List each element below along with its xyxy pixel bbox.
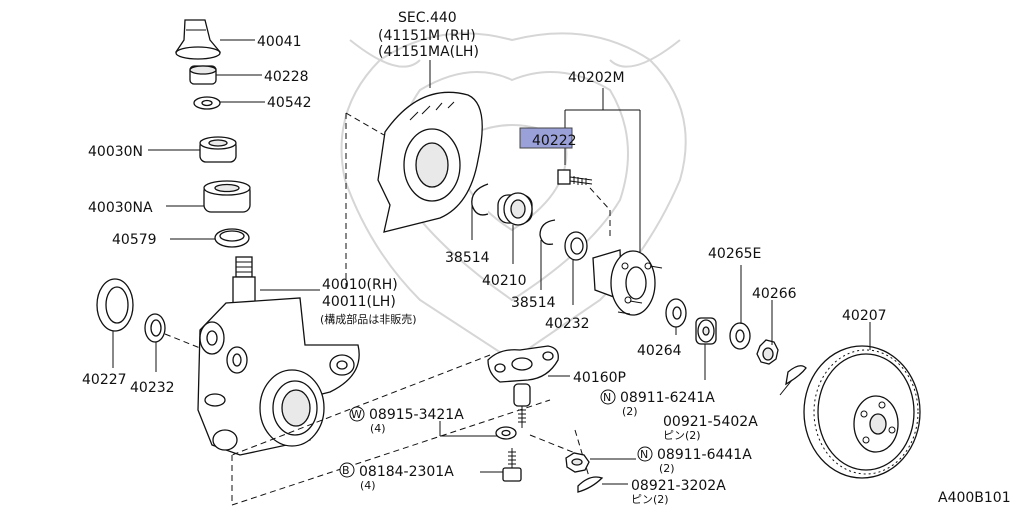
label-40222[interactable]: 40222: [532, 133, 577, 149]
label-b-code[interactable]: 08184-2301A: [359, 464, 454, 480]
leader-pin1: [779, 379, 793, 396]
part-40228-nut[interactable]: [189, 65, 217, 85]
label-40030NA[interactable]: 40030NA: [88, 200, 153, 216]
n1-prefix: N: [603, 391, 611, 404]
dash-bolt-hub: [589, 187, 611, 211]
part-08921-pin[interactable]: [577, 476, 604, 493]
label-pin1-code[interactable]: 00921-5402A: [663, 414, 758, 430]
part-40232-ring-left[interactable]: [144, 313, 166, 343]
n2-circle: [637, 446, 653, 462]
part-cotter-pin[interactable]: [785, 365, 807, 386]
label-40011[interactable]: 40011(LH): [322, 294, 396, 310]
part-40264-seal[interactable]: [665, 298, 687, 328]
part-38514-snapring-a[interactable]: [471, 183, 489, 216]
label-40542[interactable]: 40542: [267, 95, 312, 111]
label-40210[interactable]: 40210: [482, 273, 527, 289]
part-40010-knuckle[interactable]: [197, 256, 360, 456]
part-40041-boot[interactable]: [175, 19, 222, 60]
label-n1-code[interactable]: 08911-6241A: [620, 390, 715, 406]
label-pin2-code[interactable]: 08921-3202A: [631, 478, 726, 494]
label-40227[interactable]: 40227: [82, 372, 127, 388]
part-40210-bearing[interactable]: [497, 192, 533, 226]
label-40010[interactable]: 40010(RH): [322, 277, 398, 293]
label-40579[interactable]: 40579: [112, 232, 157, 248]
label-b-qty: (4): [360, 479, 376, 492]
part-08184-bolt[interactable]: [502, 448, 522, 482]
label-n2-qty: (2): [659, 462, 675, 475]
label-n2-code[interactable]: 08911-6441A: [657, 447, 752, 463]
part-40266-cap[interactable]: [756, 339, 779, 365]
label-pin2-qty: ピン(2): [631, 493, 669, 506]
label-40266[interactable]: 40266: [752, 286, 797, 302]
part-40227-seal[interactable]: [96, 278, 134, 332]
label-40207[interactable]: 40207: [842, 308, 887, 324]
part-40202M-hub[interactable]: [592, 249, 663, 316]
label-40265E[interactable]: 40265E: [708, 246, 761, 262]
dash-40232-knuckle: [164, 333, 206, 351]
label-40232-left[interactable]: 40232: [130, 380, 175, 396]
label-40264[interactable]: 40264: [637, 343, 682, 359]
label-40030N[interactable]: 40030N: [88, 144, 143, 160]
part-40542-washer[interactable]: [193, 96, 221, 110]
n2-prefix: N: [640, 448, 648, 461]
part-40030N-bearing[interactable]: [199, 136, 237, 163]
part-40232-ring-mid[interactable]: [564, 231, 588, 261]
dash-plate-top: [345, 112, 385, 136]
b-prefix: B: [342, 464, 350, 477]
section-title[interactable]: SEC.440: [398, 10, 457, 26]
part-08915-washer[interactable]: [495, 426, 517, 440]
dash-nut: [529, 434, 581, 456]
part-40265E-washer[interactable]: [695, 317, 717, 345]
label-40160P[interactable]: 40160P: [573, 370, 626, 386]
label-38514-a[interactable]: 38514: [445, 250, 490, 266]
part-40207-rotor[interactable]: [803, 345, 921, 479]
part-40265E-nut[interactable]: [729, 322, 751, 350]
w-prefix: W: [351, 408, 362, 421]
label-w-code[interactable]: 08915-3421A: [369, 407, 464, 423]
dash-balljoint-knuckle: [231, 354, 491, 456]
label-40041[interactable]: 40041: [257, 34, 302, 50]
b-circle: [339, 462, 355, 478]
part-40222-hub-bolt[interactable]: [557, 169, 593, 185]
label-40232-mid[interactable]: 40232: [545, 316, 590, 332]
dash-pin: [574, 429, 591, 481]
section-line-rh: (41151M (RH): [378, 28, 476, 44]
label-w-qty: (4): [370, 422, 386, 435]
label-38514-b[interactable]: 38514: [511, 295, 556, 311]
section-line-lh: (41151MA(LH): [378, 44, 479, 60]
dash-lower-return: [231, 399, 551, 506]
label-40202M[interactable]: 40202M: [568, 70, 625, 86]
diagram-id: A400B101: [938, 490, 1011, 506]
highlight-40222: [519, 127, 573, 149]
n1-circle: [600, 389, 616, 405]
label-not-sold-note: (構成部品は非販売): [320, 312, 417, 326]
label-40228[interactable]: 40228: [264, 69, 309, 85]
part-40579-seal[interactable]: [214, 228, 250, 248]
part-40160P-ball-joint[interactable]: [487, 345, 559, 428]
part-38514-snapring-b[interactable]: [539, 219, 556, 245]
label-pin1-qty: ピン(2): [663, 429, 701, 442]
part-40030NA-bearing[interactable]: [203, 180, 251, 213]
w-circle: [349, 406, 365, 422]
part-08911-6441A-nut[interactable]: [565, 452, 590, 473]
part-backing-plate[interactable]: [377, 91, 483, 233]
label-n1-qty: (2): [622, 405, 638, 418]
